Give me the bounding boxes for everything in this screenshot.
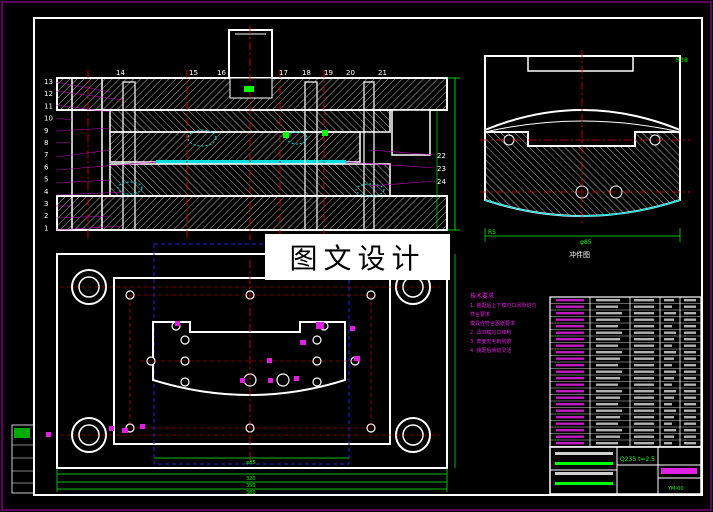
part-number-label: 24 [437,178,446,186]
tech-requirement-line: 2. 凸凹模刃口锋利 [470,329,511,336]
leader-lines-right [345,149,436,187]
part-number-label: 10 [44,115,53,123]
lower-plate-outline [56,253,448,469]
watermark-banner: 图文设计 [265,234,450,280]
part-number-label: 9 [44,127,48,135]
tech-requirements-title: 技术要求 [470,292,494,300]
section-view [55,26,460,240]
drawing-number: YM-00 [667,486,684,492]
bolt-hole-pattern [125,290,376,433]
part-outline-upper [484,55,681,132]
stripper-plate [109,131,361,163]
part-number-label: 4 [44,188,49,196]
part-number-label: 1 [44,224,48,232]
part-number-labels-top: 14 15 16 17 18 19 20 21 [116,69,387,77]
part-outline-hatched [484,131,681,217]
sheet-strip [156,160,346,164]
revision-stub [11,424,35,494]
part-number-label: 23 [437,165,446,173]
guide-pillar-left [71,77,103,231]
die-block-outline [113,277,391,445]
part-radius-dimension: R38 [676,57,688,64]
guide-bush-right [391,109,431,156]
plan-inner-width: φ85 [246,460,256,466]
part-number-label: 13 [44,78,53,86]
tech-requirement-line: 1. 装配后上下模刃口间隙均匀 [470,302,536,309]
tech-requirement-line: 3. 表面无毛刺划痕 [470,338,511,345]
magenta-markers [46,321,360,437]
part-number-label: 5 [44,176,48,184]
part-view-label: 冲件图 [569,250,590,259]
plan-view: φ85 320 350 380 [46,243,456,496]
material-spec: Q235 t=2.5 [620,456,655,463]
part-number-label: 16 [217,69,226,77]
title-block: Q235 t=2.5 YM-00 [549,446,702,495]
part-number-label: 8 [44,139,48,147]
part-number-label: 7 [44,151,48,159]
part-width-dimension: φ85 [580,239,592,246]
part-number-label: 22 [437,152,446,160]
lower-die-plate [56,195,448,231]
spring-left [187,129,217,147]
watermark-text: 图文设计 [289,242,426,275]
parts-list-table [549,296,702,448]
part-number-label: 18 [302,69,311,77]
leader-lines-left [55,81,157,231]
part-number-label: 11 [44,102,53,110]
plan-width-1: 320 [246,476,256,482]
part-number-label: 6 [44,163,49,171]
tech-requirement-line: 模具应符合图纸要求 [470,320,515,327]
plan-width-3: 380 [246,490,256,496]
part-number-label: 2 [44,212,48,220]
part-number-label: 17 [279,69,288,77]
part-number-label: 12 [44,90,53,98]
plan-width-2: 350 [246,483,256,489]
drawing-frame [33,17,703,496]
part-number-label: 20 [346,69,355,77]
cavity-outline [152,321,346,396]
bolt-right [363,81,375,231]
die-shank [228,29,273,79]
part-number-labels-right: 22 23 24 [437,152,446,186]
part-number-label: 3 [44,200,48,208]
tech-requirement-line: 4. 装配后滑动灵活 [470,347,511,354]
part-number-label: 15 [189,69,198,77]
bolt-left [122,81,136,231]
part-view: φ85 R5 R38 冲件图 [480,50,690,259]
part-number-label: 21 [378,69,387,77]
tech-requirement-line: 符合要求 [470,311,490,318]
part-number-label: 19 [324,69,333,77]
part-number-label: 14 [116,69,125,77]
part-number-labels-left: 13 12 11 10 9 8 7 6 5 4 3 2 1 [44,78,53,232]
plan-dimension-lines [56,254,456,492]
part-left-dimension: R5 [488,229,496,236]
